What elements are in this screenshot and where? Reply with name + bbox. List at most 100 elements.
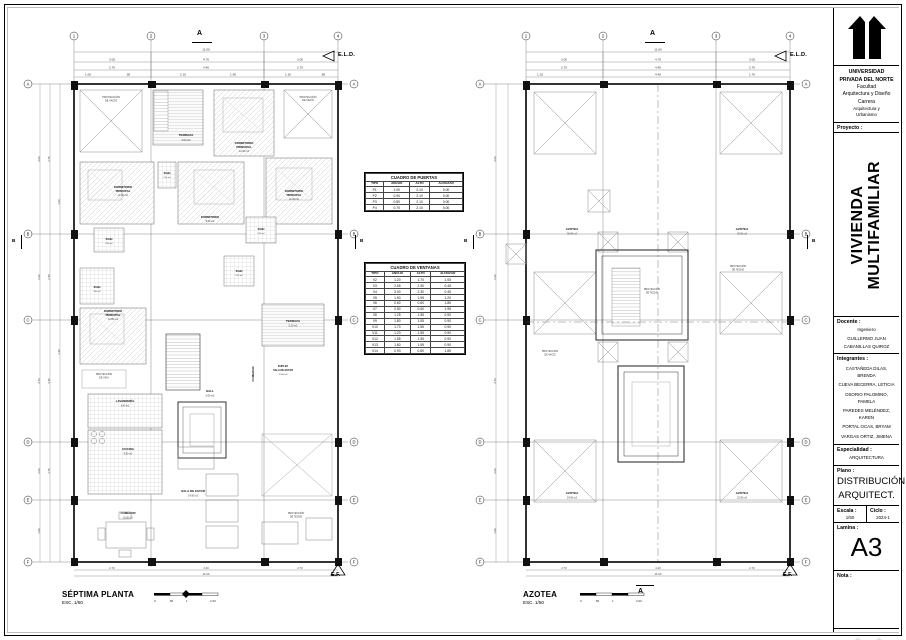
cell: 0.93 [383,347,412,355]
cell: 2.10 [409,186,431,194]
integrante-name: CUEVA BECERRA, LETICIA [838,382,895,388]
svg-text:E: E [27,498,30,503]
svg-text:E: E [805,498,808,503]
university-line2: PRIVADA DEL NORTE [839,76,894,83]
section-marker-b-right: B [360,238,364,243]
caption-azotea: AZOTEA ESC. 1/50 [523,590,557,605]
especialidad-value: ARQUITECTURA [849,454,884,460]
section-marker-a-right-plan: A [650,30,656,37]
svg-text:2.00: 2.00 [37,468,41,474]
svg-text:DORMITORIO: DORMITORIO [104,309,123,313]
svg-text:3: 3 [263,34,266,39]
escala-cell: Escala : 1/50 [834,505,867,522]
svg-text:2.00: 2.00 [636,599,642,603]
svg-text:.95: .95 [126,73,131,77]
svg-text:A: A [805,82,808,87]
svg-text:9.50 m2: 9.50 m2 [206,220,215,223]
table-row: P1 1.00 2.10 0.00 [364,186,463,194]
proyecto-label-cell: Proyecto : [834,123,899,134]
svg-text:0: 0 [154,599,156,603]
upn-arrows-logo-icon [834,8,899,66]
svg-text:LAVANDERÍA: LAVANDERÍA [116,398,135,403]
svg-text:4: 4 [337,34,340,39]
svg-text:DE TECHO: DE TECHO [290,516,302,519]
svg-text:4.40: 4.40 [655,65,661,69]
svg-text:TERRAZA: TERRAZA [179,133,195,137]
cell: 0.00 [429,192,463,200]
svg-text:14.00 m2: 14.00 m2 [188,495,199,498]
svg-text:D: D [352,440,355,445]
faculty-value: Arquitectura y Diseño [842,91,891,98]
eld-triangle-right [774,50,787,62]
svg-text:DE VACÍO: DE VACÍO [302,99,314,102]
integrante-name: PAREDES MELÉNDEZ, KAREN [842,408,890,420]
svg-text:PRINCIPAL: PRINCIPAL [236,145,252,149]
svg-text:2.70: 2.70 [749,566,755,570]
integrantes-label: Integrantes : [837,356,869,363]
svg-text:COCINA: COCINA [122,447,135,451]
svg-text:2.70: 2.70 [109,566,115,570]
section-marker-a-bottom-right: A [638,588,644,595]
plano-label: Plano : [837,468,855,475]
career-label: Carrera [858,98,875,105]
integrante-name: OSORIO PALOMINO, PAMELA [845,391,888,404]
section-line-b-right-right-plan [807,235,808,249]
svg-text:DE VACÍO: DE VACÍO [105,98,117,102]
scale-bar-right: 0 .50 1 2.00 [580,592,645,603]
svg-text:SSHH: SSHH [258,228,265,231]
svg-text:D: D [478,440,481,445]
section-line-a-right [645,42,665,43]
docente-cell: Docente : Ingeniero GUILLERMO JUAN CABAN… [834,317,899,355]
svg-text:DORMITORIO: DORMITORIO [114,185,133,189]
svg-text:PROYECCIÓN: PROYECCIÓN [542,350,558,353]
career-value-line1: Arquitectura y [853,105,880,111]
svg-text:A: A [479,82,482,87]
svg-text:26.00 m2: 26.00 m2 [737,233,748,236]
svg-text:2.60: 2.60 [493,274,497,280]
svg-text:.50: .50 [595,599,600,603]
svg-text:DE VACÍO: DE VACÍO [544,354,555,357]
integrantes-list: CASTAÑEDA DILAS, BRENDA CUEVA BECERRA, LE… [837,362,896,441]
svg-text:2.40 m2: 2.40 m2 [163,177,171,179]
section-line-b-left-right-plan [473,235,474,249]
nota-cell: Nota : [834,571,899,629]
eld-label-right-plan: E.L.D. [790,52,808,58]
section-line-b-right [355,235,356,249]
escala-ciclo-row: Escala : 1/50 Ciclo : 2024-1 [834,505,899,523]
svg-text:DORMITORIO: DORMITORIO [285,189,304,193]
svg-text:2.70: 2.70 [109,65,115,69]
plano-value-line2: ARQUITECT. [838,489,895,501]
svg-text:COMEDOR: COMEDOR [120,511,136,515]
section-line-b-left [21,235,22,249]
svg-text:1: 1 [186,599,188,603]
lamina-label: Lamina : [837,524,859,531]
svg-text:10.50 m2: 10.50 m2 [123,518,133,520]
ef-triangle-right [782,563,798,576]
cell: 0.80 [410,347,432,355]
university-line1: UNIVERSIDAD [848,69,885,75]
cell: P1 [364,186,385,194]
svg-text:B: B [353,232,356,237]
svg-text:11.00: 11.00 [655,572,662,576]
svg-text:B: B [27,232,30,237]
integrante-name: CASTAÑEDA DILAS, BRENDA [845,366,888,378]
svg-text:DORMITORIO: DORMITORIO [235,141,254,145]
ef-label-left-plan: E.F. [331,572,341,578]
cell: P3 [364,198,385,206]
svg-text:AZOTEA: AZOTEA [566,227,579,231]
svg-text:11.00: 11.00 [654,47,662,51]
svg-text:2.60: 2.60 [37,274,41,280]
table-row: P3 0.80 2.10 0.00 [364,198,463,206]
svg-text:DE TECHO: DE TECHO [732,269,744,272]
ciclo-label: Ciclo : [870,507,886,514]
svg-text:B: B [479,232,482,237]
svg-text:12.00 m2: 12.00 m2 [239,150,250,153]
svg-text:3.00 m2: 3.00 m2 [93,291,101,293]
faculty-label: Facultad [856,84,877,91]
svg-text:D: D [804,440,807,445]
svg-text:1.90: 1.90 [37,528,41,534]
integrantes-cell: Integrantes : CASTAÑEDA DILAS, BRENDA CUE… [834,354,899,445]
sheet-border-outer [4,4,902,636]
